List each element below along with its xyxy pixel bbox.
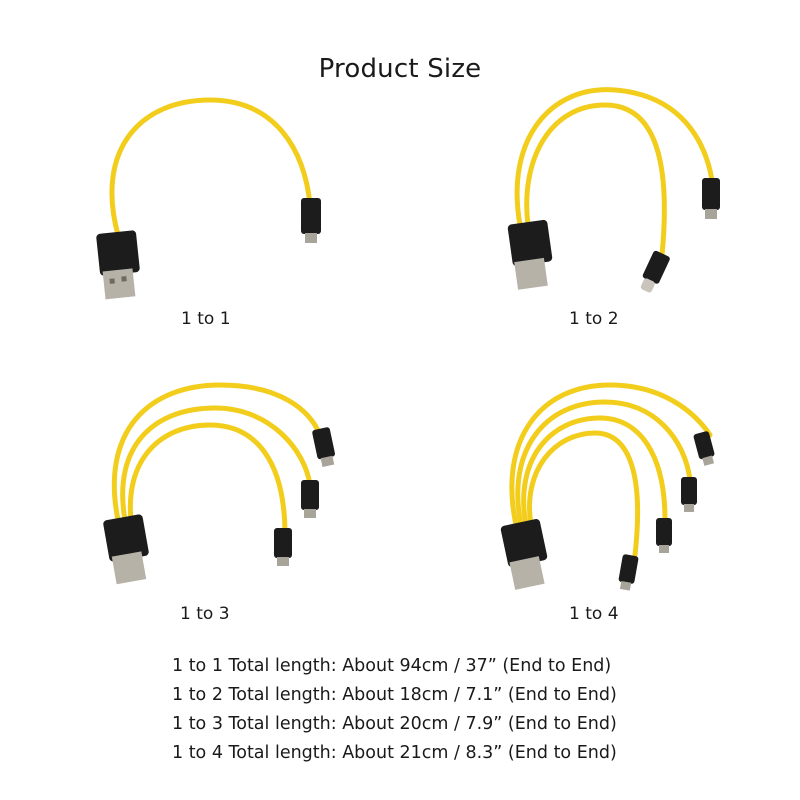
micro-usb-plug-icon	[693, 431, 715, 466]
page-title: Product Size	[318, 54, 482, 84]
usb-a-plug-icon	[96, 230, 140, 300]
usb-a-plug-icon	[500, 519, 548, 590]
spec-list: 1 to 1 Total length: About 94cm / 37” (E…	[172, 652, 617, 768]
spec-line: 1 to 2 Total length: About 18cm / 7.1” (…	[172, 685, 617, 705]
usb-a-plug-icon	[103, 514, 149, 585]
micro-usb-plug-icon	[618, 554, 639, 591]
usb-c-plug-icon	[640, 250, 670, 293]
cable-1-to-1-illustration	[96, 97, 321, 300]
spec-line: 1 to 3 Total length: About 20cm / 7.9” (…	[172, 714, 617, 734]
variant-label: 1 to 1	[181, 309, 231, 329]
cable-1-to-3-illustration	[103, 382, 335, 585]
cable-1-to-4-illustration	[500, 382, 715, 591]
variant-label: 1 to 2	[569, 309, 619, 329]
usb-a-plug-icon	[507, 219, 553, 290]
micro-usb-plug-icon	[301, 480, 319, 518]
product-image-1-to-1: 1 to 1	[0, 0, 400, 340]
product-image-1-to-3: 1 to 3	[0, 340, 400, 640]
micro-usb-plug-icon	[656, 518, 672, 553]
micro-usb-plug-icon	[702, 178, 720, 219]
variant-label: 1 to 4	[569, 604, 619, 624]
micro-usb-plug-icon	[274, 528, 292, 566]
spec-line: 1 to 4 Total length: About 21cm / 8.3” (…	[172, 743, 617, 763]
variant-label: 1 to 3	[180, 604, 230, 624]
micro-usb-plug-icon	[312, 427, 335, 467]
micro-usb-plug-icon	[681, 477, 697, 512]
product-image-1-to-4: 1 to 4	[400, 340, 800, 640]
product-image-1-to-2: 1 to 2	[400, 0, 800, 340]
cable-1-to-2-illustration	[507, 87, 720, 293]
spec-line: 1 to 1 Total length: About 94cm / 37” (E…	[172, 656, 612, 676]
micro-usb-plug-icon	[301, 198, 321, 243]
